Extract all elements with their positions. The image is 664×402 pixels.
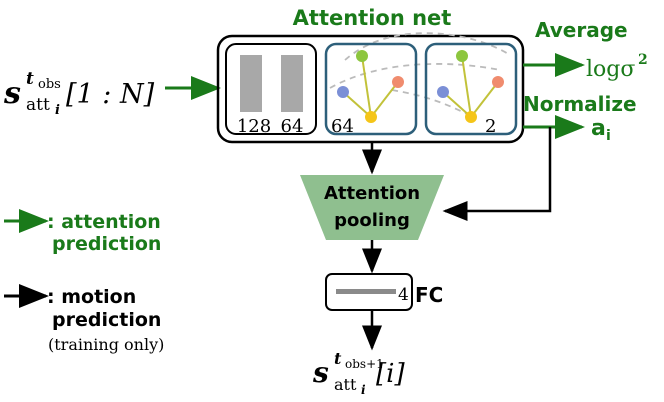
dashed-arc-bot	[391, 89, 476, 119]
average-label: Average	[535, 18, 628, 42]
pooling-line2: pooling	[334, 210, 410, 231]
legend-attention-line2: prediction	[52, 233, 161, 255]
legend-motion: : motion prediction (training only)	[4, 284, 164, 354]
svg-text:obs: obs	[38, 77, 61, 92]
input-range: [1 : N]	[66, 79, 155, 110]
attention-net-box	[216, 34, 525, 144]
input-subscript: att	[26, 95, 50, 115]
normalize-to-pooling-line	[442, 127, 552, 221]
svg-text:obs+1: obs+1	[345, 357, 384, 371]
block1-label-128: 128	[237, 116, 271, 137]
svg-text:att: att	[26, 95, 50, 115]
legend-motion-line2: prediction	[52, 309, 161, 331]
input-subscript-sub: i	[55, 103, 60, 118]
output-superscript-sub: obs+1	[345, 357, 384, 371]
node-blue	[437, 86, 449, 98]
legend-attention: : attention prediction	[4, 209, 161, 255]
output-subscript-sub: i	[361, 383, 366, 397]
block1-bar-128	[240, 55, 262, 112]
block1-label-64: 64	[281, 116, 304, 137]
output-state-label: s t obs+1 att i [i]	[312, 349, 405, 397]
svg-text:i: i	[55, 103, 60, 118]
fc-bar	[336, 289, 396, 294]
block3-graph	[437, 50, 504, 123]
attention-net-title: Attention net	[293, 6, 452, 30]
node-green	[356, 50, 368, 62]
legend-motion-line1: : motion	[47, 286, 136, 308]
legend-attention-line1: : attention	[47, 211, 161, 233]
input-superscript-sub: obs	[38, 77, 61, 92]
input-base: s	[3, 76, 21, 111]
normalize-sub: i	[606, 128, 611, 144]
svg-text:i: i	[361, 383, 366, 397]
node-yellow	[465, 111, 477, 123]
node-green	[456, 50, 468, 62]
fc-size: 4	[398, 285, 409, 305]
output-superscript: t	[334, 349, 342, 368]
output-index: [i]	[376, 359, 405, 389]
output-base: s	[312, 356, 329, 389]
legend-motion-line3: (training only)	[48, 335, 164, 354]
node-blue	[337, 86, 349, 98]
attention-pooling-shape	[300, 175, 444, 240]
svg-text:[i]: [i]	[376, 359, 405, 389]
block2-graph	[337, 50, 404, 123]
normalize-value: a	[591, 116, 606, 141]
svg-text:s: s	[3, 76, 21, 111]
normalize-label: Normalize	[523, 92, 637, 116]
output-subscript: att	[334, 375, 357, 394]
pooling-line1: Attention	[324, 183, 420, 204]
node-yellow	[365, 111, 377, 123]
node-salmon	[492, 76, 504, 88]
block2-label: 64	[331, 116, 354, 137]
average-value: logσ	[586, 57, 635, 82]
block3-box	[424, 42, 518, 136]
dashed-arc-top	[344, 32, 511, 61]
fc-label: FC	[415, 283, 443, 307]
svg-text:att: att	[334, 375, 357, 394]
svg-text:t: t	[334, 349, 342, 368]
svg-text:logσ: logσ	[586, 57, 635, 82]
svg-text:[1 : N]: [1 : N]	[66, 79, 155, 110]
block1-bar-64	[281, 55, 303, 112]
svg-text:t: t	[26, 69, 34, 89]
svg-text:s: s	[312, 356, 329, 389]
input-superscript: t	[26, 69, 34, 89]
block2-box	[324, 42, 418, 136]
input-state-label: s t obs att i [1 : N]	[3, 69, 155, 118]
block3-label: 2	[485, 116, 496, 137]
average-exponent: 2	[638, 52, 648, 68]
node-salmon	[392, 76, 404, 88]
